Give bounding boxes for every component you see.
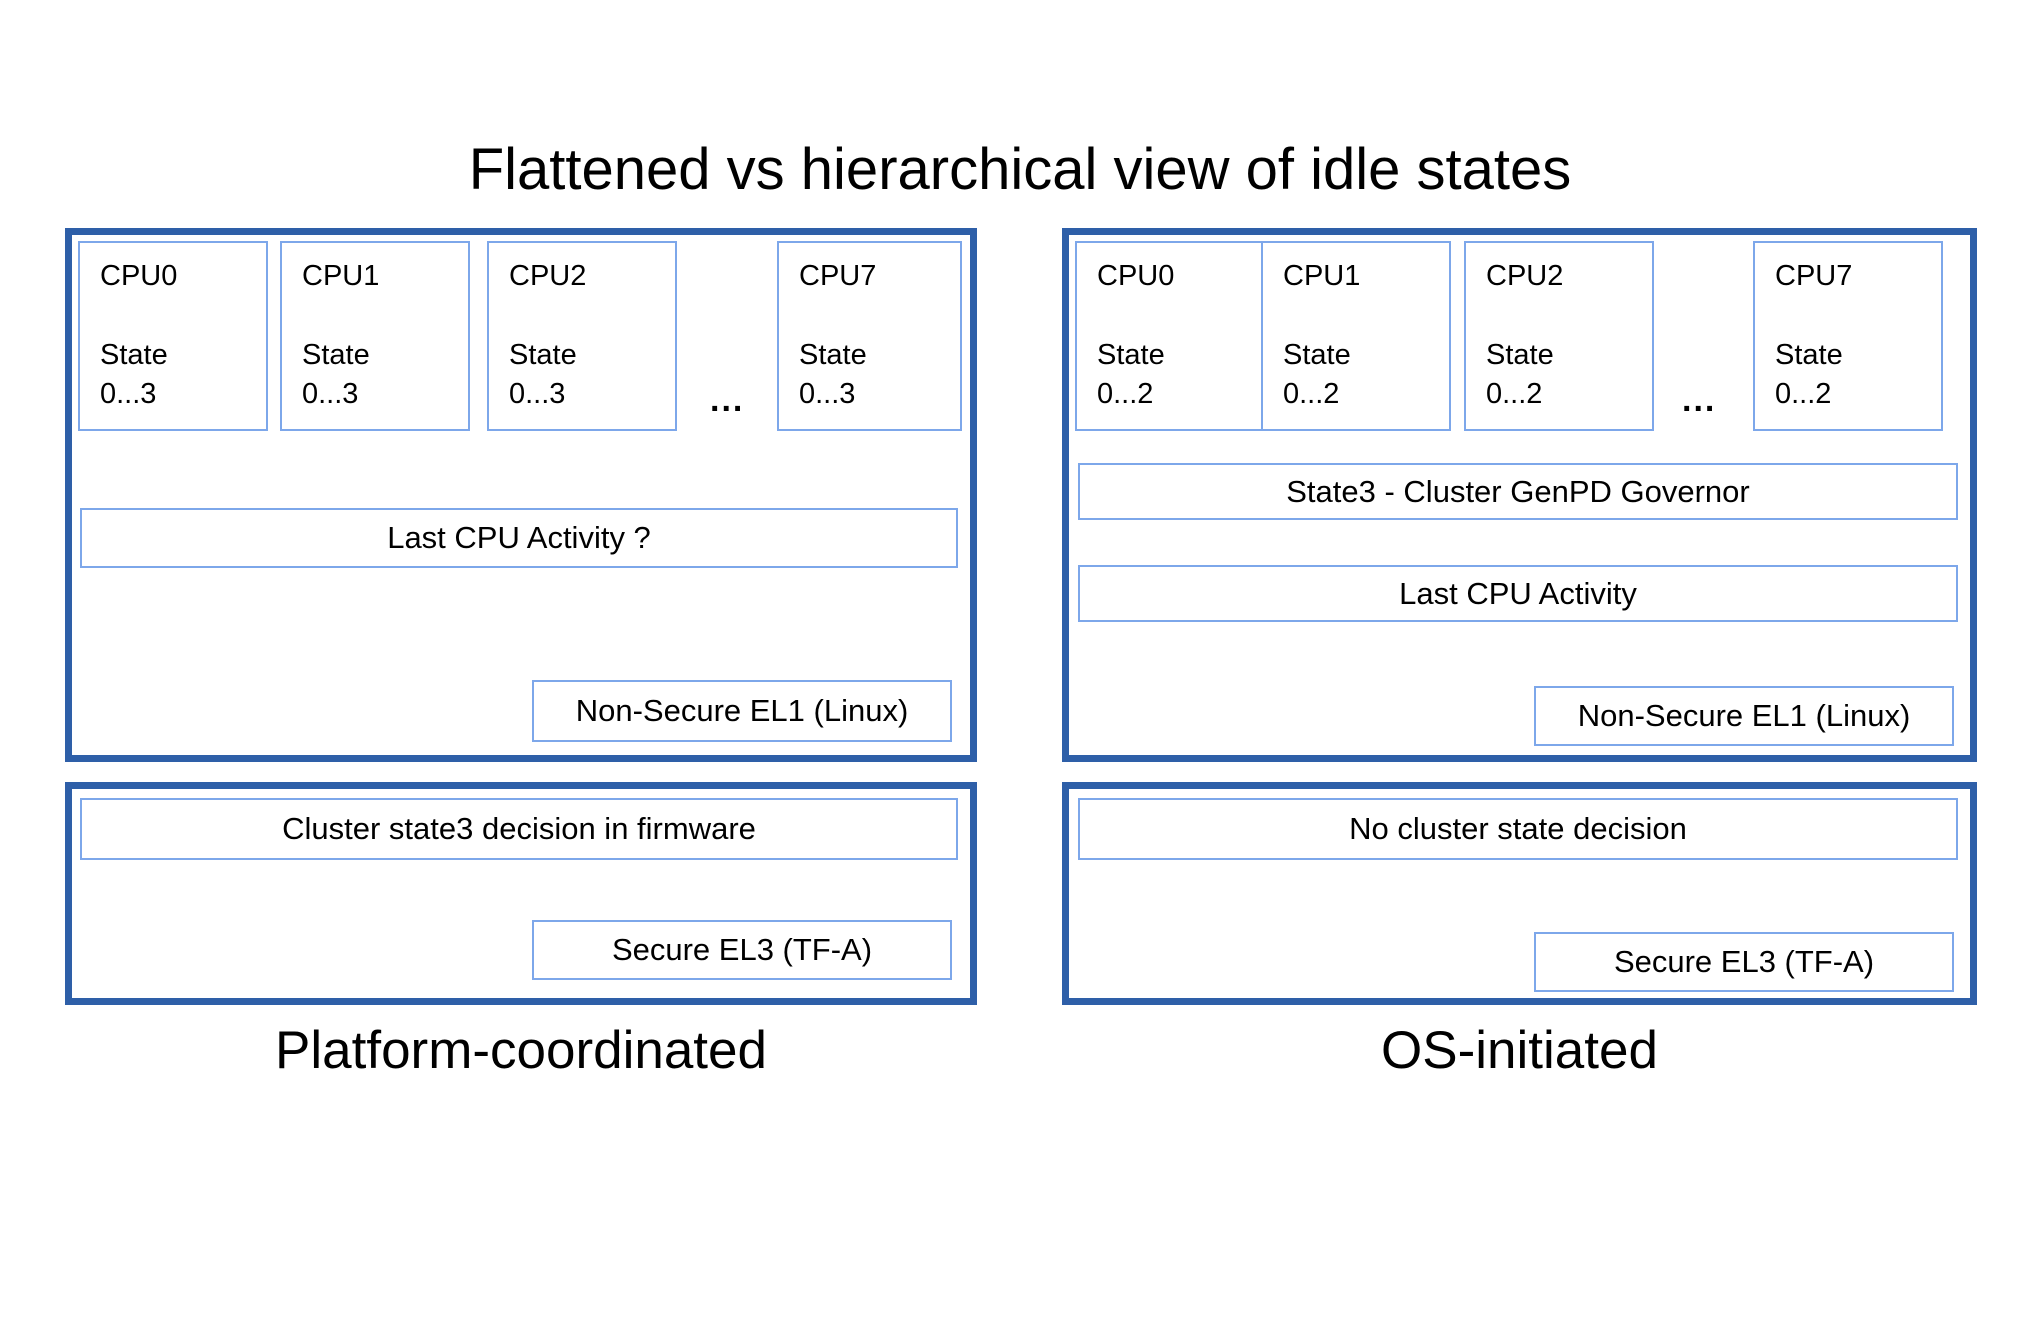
cpu-label: CPU1	[302, 260, 380, 292]
secure-el3-box: Secure EL3 (TF-A)	[1534, 932, 1954, 992]
diagram-title: Flattened vs hierarchical view of idle s…	[468, 137, 1572, 202]
right-el3-panel: No cluster state decision Secure EL3 (TF…	[1062, 782, 1977, 1005]
cpu-box: CPU7 State 0...3	[777, 241, 962, 431]
cpu-box: CPU0 State 0...2	[1075, 241, 1265, 431]
right-el1-panel: CPU0 State 0...2 CPU1 State 0...2 CPU2 S…	[1062, 228, 1977, 762]
left-el1-panel: CPU0 State 0...3 CPU1 State 0...3 CPU2 S…	[65, 228, 977, 762]
cpu-state-range: 0...2	[1486, 377, 1543, 410]
cpu-state-range: 0...2	[1775, 377, 1832, 410]
cpu-label: CPU1	[1283, 260, 1361, 292]
cpu-box: CPU7 State 0...2	[1753, 241, 1943, 431]
cpu-state-word: State	[1775, 338, 1843, 371]
cpu-label: CPU7	[799, 260, 877, 292]
left-el3-panel: Cluster state3 decision in firmware Secu…	[65, 782, 977, 1005]
cpu-box: CPU2 State 0...2	[1464, 241, 1654, 431]
cpu-box: CPU1 State 0...2	[1261, 241, 1451, 431]
last-cpu-activity-box: Last CPU Activity ?	[80, 508, 958, 568]
cpu-label: CPU2	[1486, 260, 1564, 292]
cpu-state-range: 0...2	[1097, 377, 1154, 410]
secure-el3-box: Secure EL3 (TF-A)	[532, 920, 952, 980]
non-secure-el1-box: Non-Secure EL1 (Linux)	[1534, 686, 1954, 746]
cpu-ellipsis: ...	[710, 381, 745, 419]
os-initiated-caption: OS-initiated	[1381, 1021, 1658, 1080]
cpu-label: CPU7	[1775, 260, 1853, 292]
no-cluster-decision-box: No cluster state decision	[1078, 798, 1958, 860]
cpu-state-range: 0...3	[509, 377, 566, 410]
non-secure-el1-box: Non-Secure EL1 (Linux)	[532, 680, 952, 742]
cpu-box: CPU0 State 0...3	[78, 241, 268, 431]
last-cpu-activity-box: Last CPU Activity	[1078, 565, 1958, 622]
cpu-label: CPU0	[1097, 260, 1175, 292]
cpu-state-range: 0...3	[302, 377, 359, 410]
cpu-state-word: State	[302, 338, 370, 371]
cpu-state-word: State	[509, 338, 577, 371]
cpu-state-word: State	[1486, 338, 1554, 371]
cpu-label: CPU2	[509, 260, 587, 292]
cpu-label: CPU0	[100, 260, 178, 292]
cpu-state-range: 0...3	[799, 377, 856, 410]
platform-coordinated-caption: Platform-coordinated	[275, 1021, 767, 1080]
cpu-state-range: 0...2	[1283, 377, 1340, 410]
cpu-state-word: State	[100, 338, 168, 371]
cpu-box: CPU1 State 0...3	[280, 241, 470, 431]
cpu-state-word: State	[799, 338, 867, 371]
cpu-state-word: State	[1283, 338, 1351, 371]
cpu-ellipsis: ...	[1682, 381, 1717, 419]
cpu-state-range: 0...3	[100, 377, 157, 410]
cluster-decision-firmware-box: Cluster state3 decision in firmware	[80, 798, 958, 860]
cpu-box: CPU2 State 0...3	[487, 241, 677, 431]
genpd-governor-box: State3 - Cluster GenPD Governor	[1078, 463, 1958, 520]
cpu-state-word: State	[1097, 338, 1165, 371]
